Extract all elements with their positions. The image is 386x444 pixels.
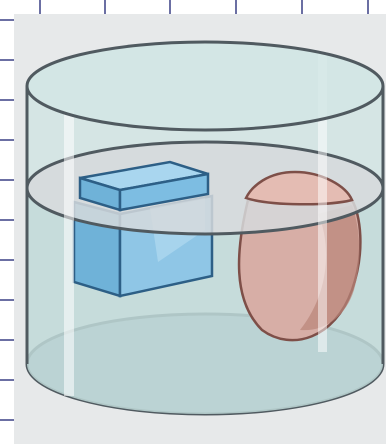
tank-rim xyxy=(27,42,383,130)
glass-highlight-left xyxy=(64,110,74,396)
